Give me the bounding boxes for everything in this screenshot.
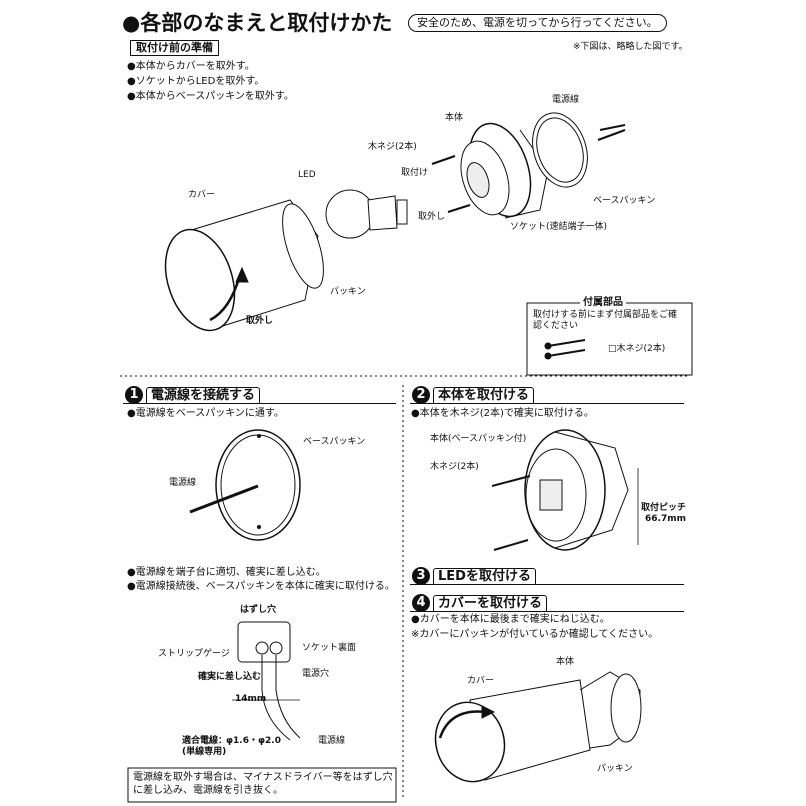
label-strip-gauge: ストリップゲージ [158, 649, 230, 659]
accessory-desc: 取付けする前にまず付属部品をご確認ください [533, 310, 678, 331]
step4-line1: ●カバーを本体に最後まで確実にねじ込む。 [411, 614, 610, 625]
step3-title: LEDを取付ける [433, 568, 536, 585]
label-release-hole: はずし穴 [240, 605, 277, 615]
label-socket-back: ソケット裏面 [302, 643, 357, 653]
step4-drawing [434, 671, 642, 783]
label-wood-screw: 木ネジ(2本) [368, 142, 417, 152]
screw-drawing [431, 155, 456, 165]
label-led: LED [298, 170, 316, 180]
label-single-wire: (単線専用) [182, 747, 227, 757]
step1-title: 電源線を接続する [146, 387, 261, 404]
led-drawing [325, 189, 408, 239]
label-socket: ソケット(速結端子一体) [510, 222, 608, 232]
label-body: 本体 [445, 113, 464, 123]
label-insert: 確実に差し込む [198, 672, 262, 682]
step2-body-label: 本体(ベースパッキン付) [430, 434, 527, 444]
prep-step-3: ●本体からベースパッキンを取外す。 [127, 91, 294, 102]
label-base-packing: ベースパッキン [593, 196, 656, 206]
label-packing: パッキン [330, 287, 366, 297]
step2-body-drawing [491, 429, 639, 551]
accessory-box [526, 302, 693, 376]
step2-screw-label: 木ネジ(2本) [430, 462, 479, 472]
step4-packing-label: パッキン [597, 764, 633, 774]
step2-line1: ●本体を木ネジ(2本)で確実に取付ける。 [411, 408, 594, 419]
step2-number: 2 [412, 386, 430, 404]
step1-line3: ●電源線接続後、ベースパッキンを本体に確実に取付ける。 [127, 581, 395, 592]
prep-box-label: 取付け前の準備 [130, 40, 219, 56]
terminal-drawing [232, 621, 301, 741]
base-packing-drawing [532, 112, 626, 188]
step1-label-packing: ベースパッキン [303, 437, 366, 447]
prep-step-1: ●本体からカバーを取外す。 [127, 61, 255, 72]
step4-cover-label: カバー [467, 676, 495, 686]
accessory-title: 付属部品 [580, 296, 626, 309]
step1-removal-note: 電源線を取外す場合は、マイナスドライバー等をはずし穴に差し込み、電源線を引き抜く… [133, 772, 393, 796]
step1-line1: ●電源線をベースパッキンに通す。 [127, 408, 284, 419]
accessory-item: □木ネジ(2本) [608, 344, 666, 354]
prep-step-2: ●ソケットからLEDを取外す。 [127, 76, 265, 87]
step1-line2: ●電源線を端子台に適切、確実に差し込む。 [127, 567, 326, 578]
page-title: ●各部のなまえと取付けかた [122, 11, 393, 35]
step3-underline [410, 566, 684, 585]
step1-label-wire: 電源線 [169, 478, 197, 488]
label-attach: 取付け [401, 168, 429, 178]
label-fit-value: φ1.6・φ2.0 [226, 736, 281, 746]
label-remove-cover: 取外し [246, 316, 274, 326]
step1-packing-drawing [189, 429, 301, 541]
label-fit-wire: 適合電線： [182, 736, 228, 746]
label-remove: 取外し [418, 212, 446, 222]
step2-pitch-value: 66.7mm [645, 514, 686, 524]
label-wire-bottom: 電源線 [318, 736, 346, 746]
step4-title: カバーを取付ける [433, 595, 548, 612]
step2-underline [410, 385, 684, 404]
diagram-note: ※下図は、略略した図です。 [573, 42, 688, 52]
step4-number: 4 [412, 594, 430, 612]
step2-pitch: 取付ピッチ [641, 503, 687, 513]
step2-title: 本体を取付ける [433, 387, 535, 404]
step3-number: 3 [412, 567, 430, 585]
label-power-hole: 電源穴 [302, 669, 330, 679]
label-power-wire: 電源線 [552, 95, 580, 105]
step4-line2: ※カバーにパッキンが付いているか確認してください。 [411, 629, 659, 640]
step4-body-label: 本体 [556, 657, 575, 667]
label-cover: カバー [188, 190, 216, 200]
step1-number: 1 [125, 386, 143, 404]
body-drawing [460, 122, 549, 219]
cover-drawing [164, 199, 324, 332]
label-14mm: 14mm [235, 694, 267, 704]
safety-notice: 安全のため、電源を切ってから行ってください。 [408, 14, 667, 32]
